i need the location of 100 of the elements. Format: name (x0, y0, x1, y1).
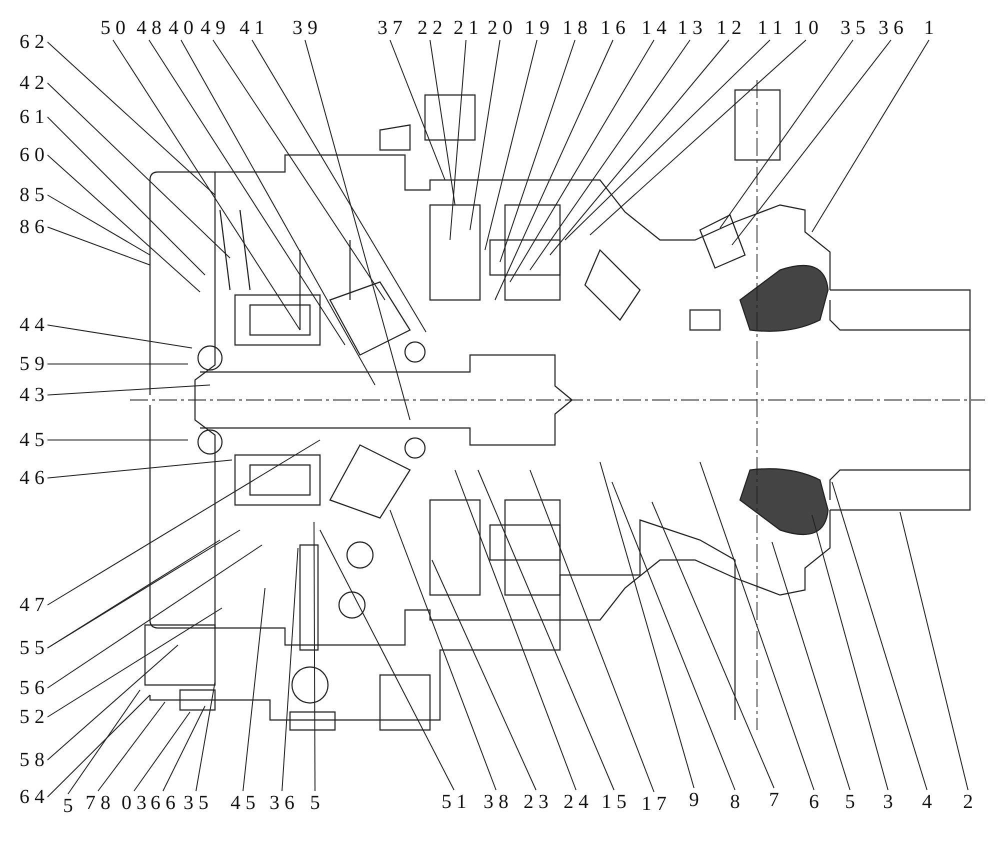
callout-number: 4 1 (238, 17, 266, 39)
leader-line (600, 462, 694, 788)
leader-line (494, 40, 614, 300)
leader-line (812, 514, 888, 790)
leader-line (47, 540, 220, 648)
callout-number: 5 (844, 791, 856, 813)
leader-line (832, 482, 928, 790)
leader-line (304, 40, 410, 420)
callout-number: 3 5 (182, 792, 210, 814)
leader-line (242, 588, 266, 792)
leader-line (454, 470, 576, 790)
leader-line (700, 462, 814, 790)
callout-number: 4 9 (200, 17, 226, 39)
leader-line (196, 682, 216, 792)
leader-line (390, 40, 446, 180)
callout-number: 4 (921, 791, 933, 813)
leader-line (564, 40, 770, 240)
callout-number: 9 (688, 789, 700, 811)
callout-number: 3 (882, 791, 894, 813)
callout-number: 4 2 (18, 72, 46, 94)
leader-line (612, 482, 736, 790)
callout-number: 7 8 (84, 792, 112, 814)
leader-line (430, 40, 456, 206)
leader-line (390, 510, 496, 790)
callout-number: 5 6 (18, 677, 46, 699)
callout-number: 4 7 (18, 594, 46, 616)
leader-line (162, 706, 206, 792)
leader-line (720, 40, 854, 228)
leader-line (590, 40, 806, 236)
leader-line (530, 40, 690, 270)
callout-number: 4 8 (136, 17, 162, 39)
leader-line (500, 40, 576, 262)
leader-line (47, 226, 150, 266)
callout-number: 4 0 (168, 17, 194, 39)
leader-line (812, 40, 930, 232)
leader-line (282, 548, 298, 792)
callout-number: 3 7 (376, 17, 404, 39)
callout-number: 5 2 (18, 706, 46, 728)
callout-number: 3 6 (878, 17, 904, 39)
callout-number: 2 2 (416, 17, 444, 39)
callout-number: 2 1 (452, 17, 480, 39)
callout-number: 1 3 (676, 17, 704, 39)
callout-number: 6 6 (150, 792, 176, 814)
leader-line (47, 42, 216, 196)
leader-line (47, 440, 320, 606)
callout-number: 2 0 (486, 17, 514, 39)
leader-line (470, 40, 500, 230)
callout-number: 1 5 (600, 791, 628, 813)
leader-line (550, 40, 730, 256)
callout-number: 1 7 (640, 793, 668, 815)
callout-number: 1 6 (600, 17, 626, 39)
callout-number: 6 4 (18, 786, 46, 808)
callout-number: 6 2 (18, 31, 46, 53)
leader-line (510, 40, 654, 282)
leader-line (772, 542, 850, 790)
callout-number: 5 5 (18, 637, 46, 659)
callout-number: 2 (962, 791, 974, 813)
callout-number: 4 6 (18, 467, 46, 489)
leader-line (112, 40, 300, 330)
callout-number: 5 (309, 792, 321, 814)
callout-number: 3 9 (292, 17, 318, 39)
callout-number: 5 1 (440, 791, 468, 813)
callout-number: 1 8 (562, 17, 588, 39)
callout-number: 2 3 (522, 791, 550, 813)
callout-number: 3 6 (268, 792, 296, 814)
leader-line (47, 544, 262, 688)
callout-number: 4 4 (18, 314, 46, 336)
leader-line (98, 702, 166, 792)
callout-number: 6 0 (18, 144, 46, 166)
callout-number: 5 9 (18, 353, 46, 375)
callout-number: 5 8 (18, 749, 46, 771)
callout-number: 1 2 (716, 17, 742, 39)
leader-line (47, 694, 150, 798)
callout-number: 1 1 (756, 17, 784, 39)
callout-number: 1 4 (640, 17, 668, 39)
callout-number: 8 (729, 791, 741, 813)
leader-line (530, 470, 654, 792)
callout-number: 6 (808, 791, 820, 813)
leader-line (252, 40, 426, 332)
callout-number: 6 1 (18, 106, 46, 128)
callout-number: 4 5 (18, 429, 46, 451)
callout-number: 4 5 (230, 792, 256, 814)
callout-number: 1 0 (792, 17, 820, 39)
leader-line (47, 116, 206, 276)
leader-line (47, 530, 240, 648)
leader-line (47, 608, 222, 718)
callout-number: 5 0 (100, 17, 126, 39)
callout-number: 8 6 (18, 216, 46, 238)
leader-line (652, 502, 774, 788)
callout-number: 4 3 (18, 384, 46, 406)
leader-line (314, 522, 316, 792)
leader-line (432, 560, 536, 790)
leader-line (47, 82, 230, 258)
leader-line (47, 324, 192, 348)
callout-number: 7 (768, 789, 780, 811)
leader-line (47, 644, 178, 760)
callout-number: 5 (62, 795, 74, 817)
leader-line (47, 460, 232, 478)
callout-number: 8 5 (18, 184, 46, 206)
leader-line (732, 40, 892, 246)
